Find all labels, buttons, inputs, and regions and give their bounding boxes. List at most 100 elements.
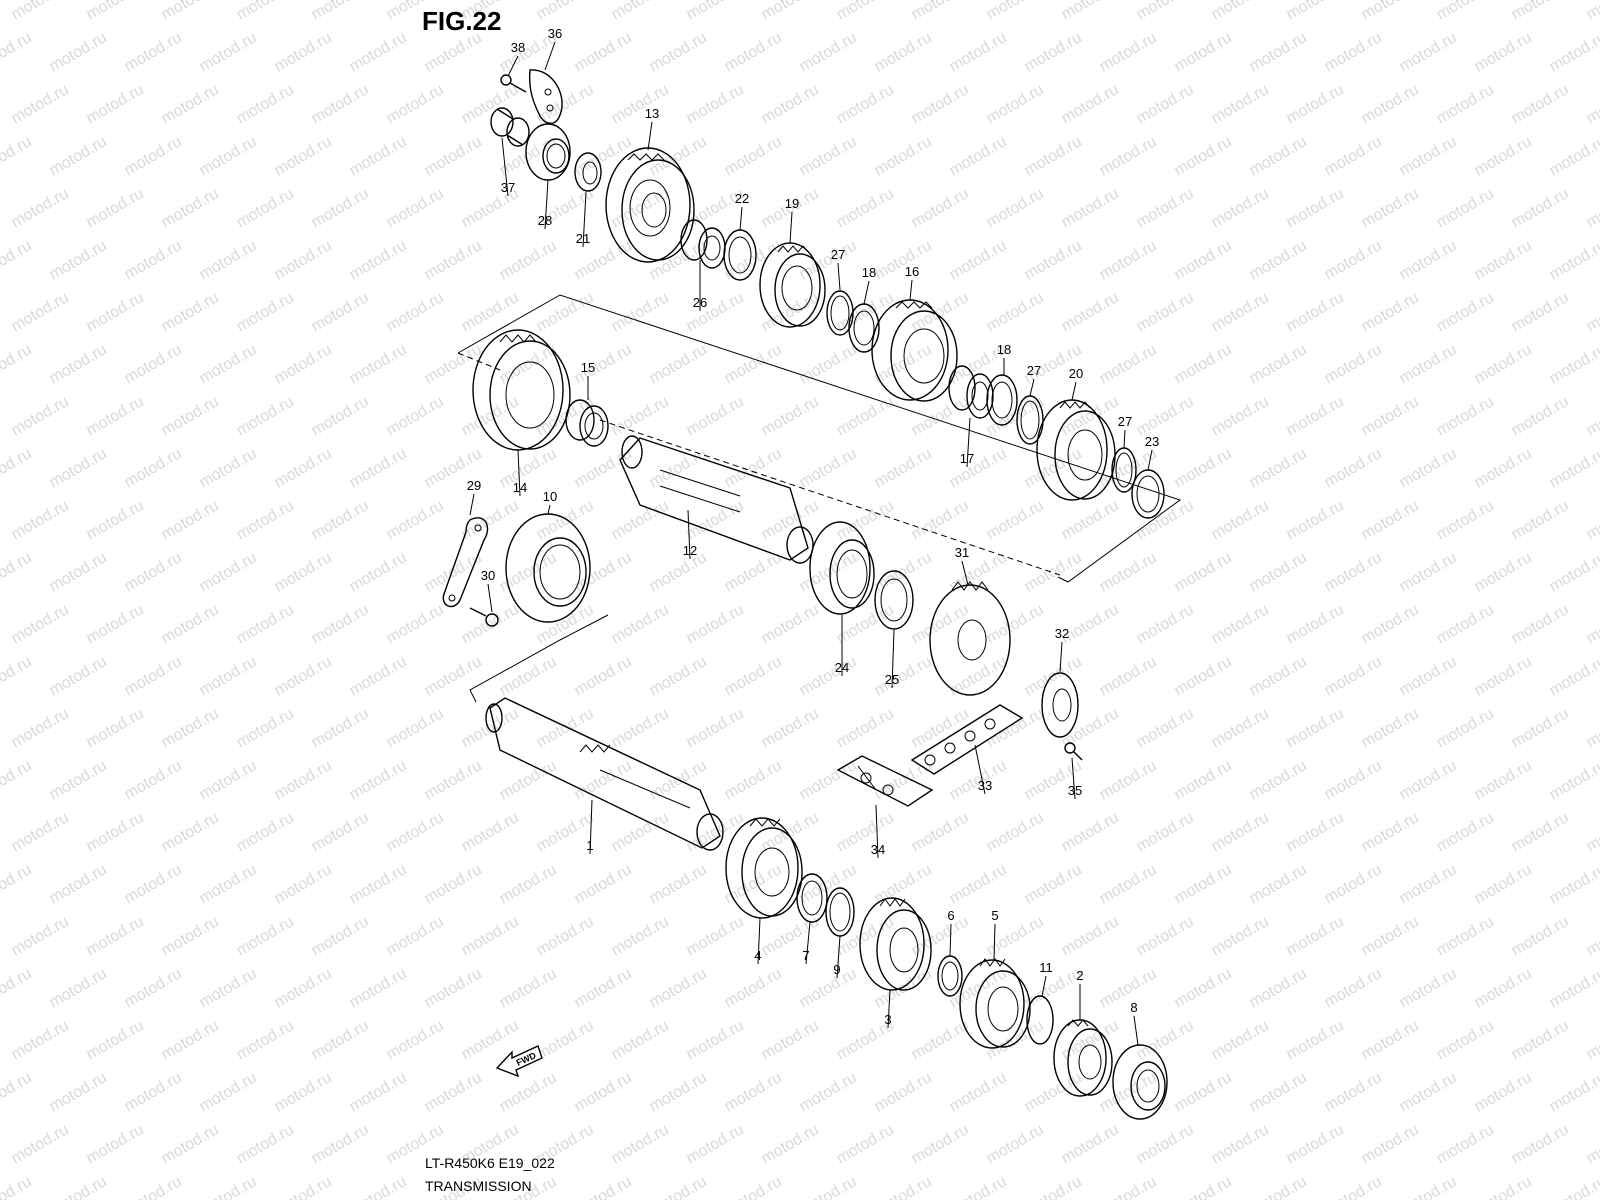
callout-label: 20 xyxy=(1069,366,1083,381)
part-37-bushing xyxy=(490,107,530,147)
callout-label: 30 xyxy=(481,568,495,583)
part-21-washer xyxy=(574,152,602,192)
part-22-washer xyxy=(723,229,757,281)
leader-line xyxy=(836,935,841,979)
model-code: LT-R450K6 E19_022 xyxy=(425,1155,555,1171)
callout-5: 5 xyxy=(991,908,999,961)
leader-line xyxy=(544,179,549,230)
part-12-countershaft xyxy=(619,435,814,564)
part-3-gear xyxy=(859,897,932,991)
callout-label: 36 xyxy=(548,26,562,41)
callout-13: 13 xyxy=(645,106,659,151)
part-33-chain xyxy=(910,704,1024,775)
leader-line xyxy=(757,917,761,965)
callout-label: 18 xyxy=(862,265,876,280)
callout-label: 24 xyxy=(835,660,849,675)
leader-line xyxy=(805,921,811,965)
callout-26: 26 xyxy=(693,260,707,311)
part-11-circlip xyxy=(1026,995,1054,1045)
part-27-circlip-b xyxy=(1016,395,1044,445)
callout-label: 17 xyxy=(960,451,974,466)
callout-19: 19 xyxy=(785,196,799,244)
fwd-arrow-icon: FWD xyxy=(495,1045,543,1078)
leader-line xyxy=(507,55,519,77)
callout-4: 4 xyxy=(754,917,762,965)
part-16-gear xyxy=(871,299,958,402)
leader-line xyxy=(949,923,952,957)
callout-label: 18 xyxy=(997,342,1011,357)
callout-label: 10 xyxy=(543,489,557,504)
part-4-gear xyxy=(725,817,803,919)
callout-23: 23 xyxy=(1145,434,1159,471)
callout-label: 32 xyxy=(1055,626,1069,641)
leader-line xyxy=(1041,975,1047,997)
leader-line xyxy=(993,923,996,961)
leader-line xyxy=(544,41,556,71)
callout-label: 6 xyxy=(947,908,954,923)
upper-assembly-dashline-b xyxy=(599,419,1061,576)
leader-line xyxy=(582,191,587,248)
part-18-washer-a xyxy=(848,303,880,353)
callout-label: 22 xyxy=(735,191,749,206)
callout-label: 13 xyxy=(645,106,659,121)
leader-line xyxy=(837,262,841,291)
leader-line xyxy=(501,137,509,197)
callout-14: 14 xyxy=(513,449,527,497)
callout-22: 22 xyxy=(735,191,749,231)
callout-label: 26 xyxy=(693,295,707,310)
callout-18: 18 xyxy=(997,342,1011,375)
part-8-bearing xyxy=(1112,1044,1168,1120)
leader-line xyxy=(1071,381,1077,401)
part-32-plate xyxy=(1041,672,1079,738)
leader-line xyxy=(1147,449,1153,471)
part-23-washer xyxy=(1131,469,1165,519)
callout-label: 21 xyxy=(576,231,590,246)
leader-line xyxy=(739,206,743,231)
part-36-plate xyxy=(528,69,563,125)
leader-line xyxy=(863,280,870,305)
callout-16: 16 xyxy=(905,264,919,301)
leader-line xyxy=(875,804,879,859)
callout-7: 7 xyxy=(802,921,811,965)
leader-line xyxy=(891,629,895,689)
callout-31: 31 xyxy=(955,545,969,586)
callout-12: 12 xyxy=(683,509,697,560)
leader-line xyxy=(789,211,793,244)
callout-label: 33 xyxy=(978,778,992,793)
callout-18: 18 xyxy=(862,265,876,305)
callout-2: 2 xyxy=(1076,968,1084,1020)
callout-6: 6 xyxy=(947,908,955,957)
diagram-name: TRANSMISSION xyxy=(425,1178,532,1194)
part-6-washer xyxy=(937,955,963,997)
callout-label: 38 xyxy=(511,40,525,55)
callout-label: 27 xyxy=(1118,414,1132,429)
callout-label: 23 xyxy=(1145,434,1159,449)
part-10-bearing xyxy=(505,513,591,623)
callout-25: 25 xyxy=(885,629,899,689)
callout-label: 5 xyxy=(991,908,998,923)
callout-label: 31 xyxy=(955,545,969,560)
part-28-bearing xyxy=(525,123,571,181)
callout-label: 8 xyxy=(1130,1000,1137,1015)
callout-label: 9 xyxy=(833,962,840,977)
lower-assembly-outline xyxy=(469,614,609,703)
callout-label: 35 xyxy=(1068,783,1082,798)
part-35-bolt xyxy=(1064,742,1083,761)
part-17-needle-bearing xyxy=(948,365,994,419)
leader-line xyxy=(547,504,551,515)
leader-line xyxy=(887,989,891,1029)
callout-label: 2 xyxy=(1076,968,1083,983)
part-25-oil-seal xyxy=(874,570,914,630)
callout-label: 16 xyxy=(905,264,919,279)
figure-title: FIG.22 xyxy=(422,6,502,36)
leader-line xyxy=(487,583,493,613)
callout-label: 15 xyxy=(581,360,595,375)
part-31-sprocket xyxy=(929,581,1011,696)
callout-27: 27 xyxy=(1118,414,1132,449)
callout-24: 24 xyxy=(835,615,849,676)
callout-9: 9 xyxy=(833,935,841,979)
callout-20: 20 xyxy=(1069,366,1083,401)
leader-line xyxy=(687,509,691,560)
